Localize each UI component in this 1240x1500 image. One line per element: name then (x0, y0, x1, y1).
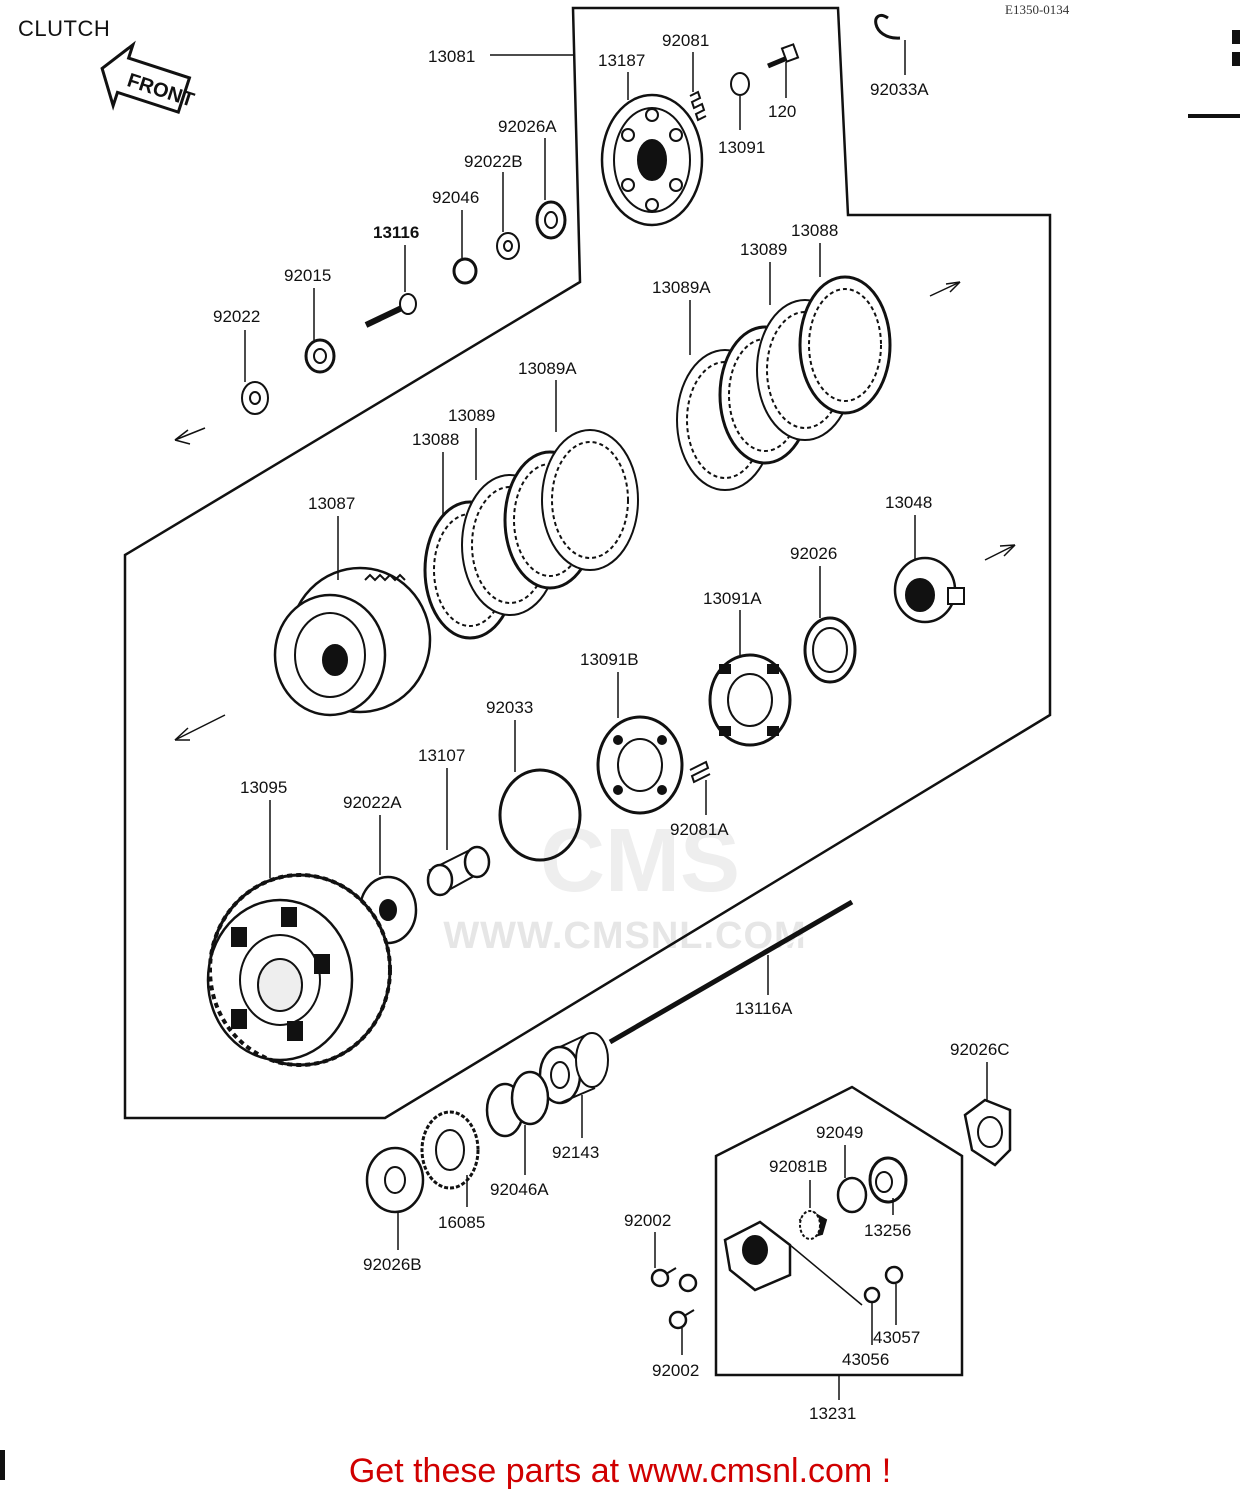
callout-13089-lower: 13089 (448, 406, 495, 425)
reference-code: E1350-0134 (1005, 2, 1070, 17)
callout-92033A: 92033A (870, 80, 929, 99)
callout-13089A-lower: 13089A (518, 359, 577, 378)
callout-13095: 13095 (240, 778, 287, 797)
callout-13089A-upper: 13089A (652, 278, 711, 297)
callout-92026B: 92026B (363, 1255, 422, 1274)
callout-13116A: 13116A (735, 999, 793, 1018)
pressure-plate-part (600, 93, 704, 227)
callout-13187: 13187 (598, 51, 645, 70)
callout-92033: 92033 (486, 698, 533, 717)
circlip-part (874, 14, 901, 40)
callout-92026C: 92026C (950, 1040, 1010, 1059)
callout-13088-lower: 13088 (412, 430, 459, 449)
snap-ring-part (498, 768, 582, 862)
callout-92046A: 92046A (490, 1180, 549, 1199)
clutch-housing-gear-part (206, 873, 392, 1067)
callout-92026A: 92026A (498, 117, 557, 136)
callout-92081A: 92081A (670, 820, 729, 839)
friction-plate-stack-lower (423, 429, 639, 640)
callout-13091A: 13091A (703, 589, 762, 608)
leader-lines (244, 40, 988, 1355)
callout-13091B: 13091B (580, 650, 639, 669)
callout-92002-lower: 92002 (652, 1361, 699, 1380)
callout-92049: 92049 (816, 1123, 863, 1142)
washer-part (730, 72, 750, 96)
clutch-lifter-part (893, 556, 965, 624)
callout-92022: 92022 (213, 307, 260, 326)
sub-assembly-outline (714, 1085, 964, 1377)
callout-13048: 13048 (885, 493, 932, 512)
callout-92022A: 92022A (343, 793, 402, 812)
callout-13107: 13107 (418, 746, 465, 765)
callout-92002-upper: 92002 (624, 1211, 671, 1230)
callout-labels: 13081 13187 92081 120 13091 92033A 92026… (213, 31, 1010, 1423)
clutch-hub-part (273, 566, 432, 717)
callout-13116: 13116 (373, 223, 419, 242)
callout-92015: 92015 (284, 266, 331, 285)
bolt-part (767, 43, 800, 69)
front-arrow-icon: FRONT (100, 40, 197, 115)
direction-arrow-icon (174, 281, 1016, 741)
spring-part (689, 90, 707, 122)
assembly-outline (123, 6, 1052, 1120)
damper-plate-part (708, 653, 792, 747)
watermark-brand: CMS (540, 811, 740, 911)
callout-13087: 13087 (308, 494, 355, 513)
footer-link-text[interactable]: Get these parts at www.cmsnl.com ! (348, 1452, 892, 1490)
callout-13091: 13091 (718, 138, 765, 157)
needle-bearing-part (426, 845, 491, 897)
right-edge-fragments (1188, 30, 1240, 118)
callout-16085: 16085 (438, 1213, 485, 1232)
callout-13231: 13231 (809, 1404, 856, 1423)
release-cover-part (723, 1220, 863, 1306)
callout-92081B: 92081B (769, 1157, 828, 1176)
callout-92046: 92046 (432, 188, 479, 207)
callout-13256: 13256 (864, 1221, 911, 1240)
callout-13088-upper: 13088 (791, 221, 838, 240)
callout-13081: 13081 (428, 47, 475, 66)
callout-92022B: 92022B (464, 152, 523, 171)
callout-92026: 92026 (790, 544, 837, 563)
friction-plate-stack-upper (676, 275, 892, 491)
callout-92081: 92081 (662, 31, 709, 50)
callout-92143: 92143 (552, 1143, 599, 1162)
push-rod-part (608, 899, 854, 1045)
callout-43057: 43057 (873, 1328, 920, 1347)
callout-13089-upper: 13089 (740, 240, 787, 259)
spring-plate-part (596, 715, 684, 815)
callout-43056: 43056 (842, 1350, 889, 1369)
callout-120: 120 (768, 102, 796, 121)
clutch-parts (206, 14, 1012, 1330)
diagram-title: CLUTCH (18, 16, 111, 41)
watermark-url: WWW.CMSNL.COM (443, 915, 807, 957)
